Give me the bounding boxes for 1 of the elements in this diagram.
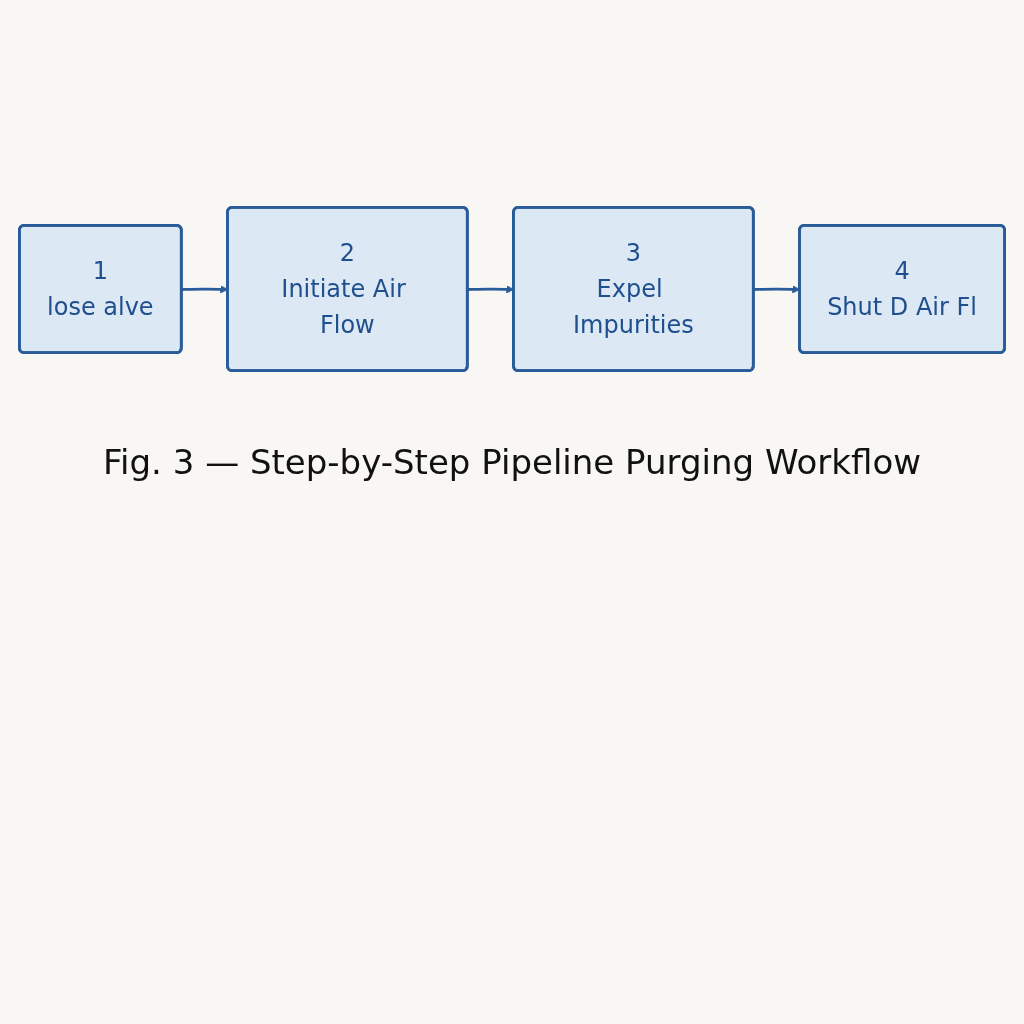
figure-caption: Fig. 3 — Step-by-Step Pipeline Purging Workflow (102, 442, 921, 483)
